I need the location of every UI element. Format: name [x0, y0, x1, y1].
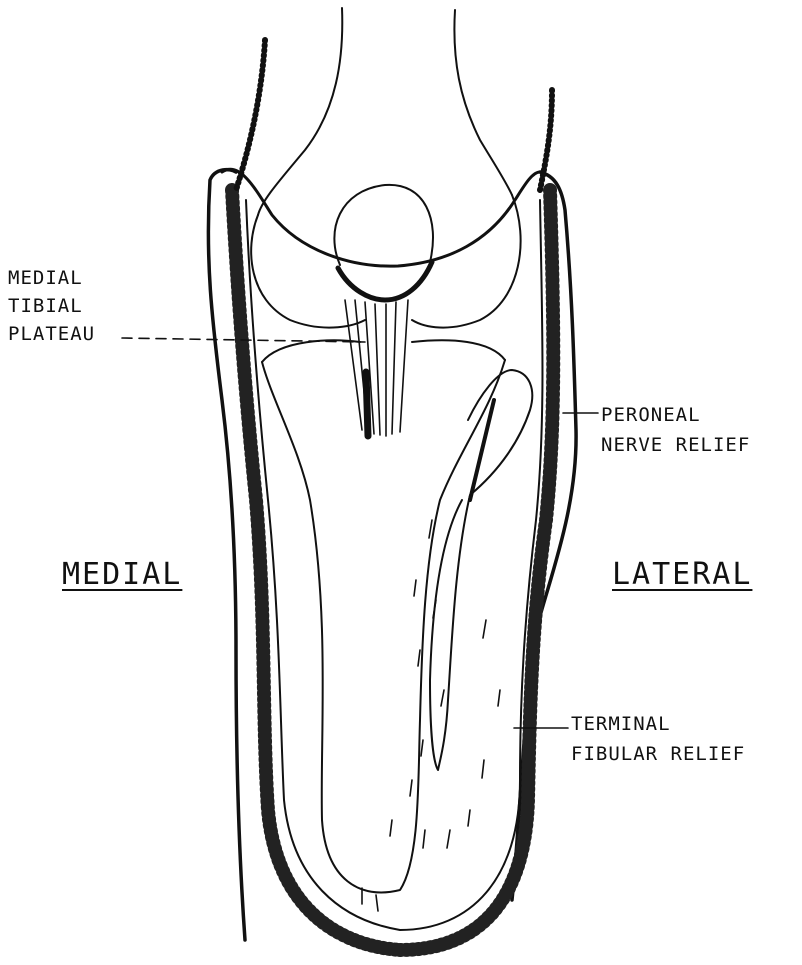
label-line-peroneal: PERONEAL — [601, 400, 750, 430]
label-line-nerve-relief: NERVE RELIEF — [601, 430, 750, 460]
tibia-outline — [262, 360, 505, 892]
lateral-side-label: LATERAL — [612, 560, 752, 590]
tibial-tubercle — [366, 372, 368, 436]
fibula — [430, 370, 532, 770]
label-line-fibular-relief: FIBULAR RELIEF — [571, 739, 745, 769]
label-line-medial: MEDIAL — [8, 264, 95, 292]
liner-inner-wall — [246, 200, 543, 930]
label-line-terminal: TERMINAL — [571, 709, 745, 739]
medial-tibial-plateau-label: MEDIAL TIBIAL PLATEAU — [8, 264, 95, 348]
terminal-fibular-relief-label: TERMINAL FIBULAR RELIEF — [571, 709, 745, 769]
femur-shaft-left — [258, 8, 342, 215]
medial-side-label: MEDIAL — [62, 560, 182, 590]
patella-base — [338, 262, 432, 300]
socket-brim — [222, 169, 540, 266]
femoral-condyle-medial — [251, 215, 365, 328]
patella — [334, 185, 433, 265]
label-line-plateau: PLATEAU — [8, 320, 95, 348]
peroneal-nerve-relief-label: PERONEAL NERVE RELIEF — [601, 400, 750, 460]
tibial-plateau — [262, 340, 505, 362]
patellar-tendon — [345, 300, 408, 436]
skin-stipple-left — [236, 40, 265, 190]
label-line-tibial: TIBIAL — [8, 292, 95, 320]
femur-shaft-right — [454, 10, 512, 195]
